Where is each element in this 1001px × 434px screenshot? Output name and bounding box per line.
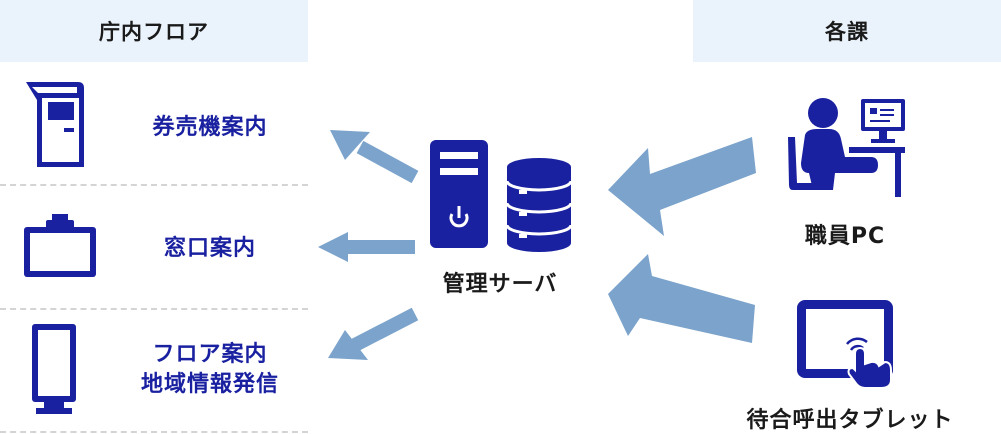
signage-label: フロア案内 地域情報発信 — [110, 340, 310, 400]
header-departments-text: 各課 — [825, 20, 869, 44]
counter-display-icon — [24, 214, 96, 277]
counter-label: 窓口案内 — [163, 236, 256, 261]
server-label: 管理サーバ — [442, 272, 558, 297]
tablet-touch-icon — [797, 300, 893, 389]
tablet-label: 待合呼出タブレット — [746, 408, 954, 433]
staff-pc-icon — [788, 98, 905, 197]
database-icon — [505, 158, 573, 252]
server-tower-icon — [430, 140, 488, 248]
ticket-machine-icon — [26, 82, 84, 167]
header-departments: 各課 — [693, 0, 1001, 62]
digital-signage-icon — [32, 324, 76, 414]
staff-pc-label: 職員PC — [804, 224, 886, 249]
signage-label-line2: 地域情報発信 — [140, 372, 279, 397]
header-floor-text: 庁内フロア — [99, 20, 209, 44]
ticket-machine-label: 券売機案内 — [152, 115, 268, 140]
header-floor: 庁内フロア — [0, 0, 308, 62]
signage-label-line1: フロア案内 — [152, 342, 268, 367]
divider — [0, 431, 308, 433]
divider — [0, 184, 308, 186]
divider — [0, 308, 308, 310]
